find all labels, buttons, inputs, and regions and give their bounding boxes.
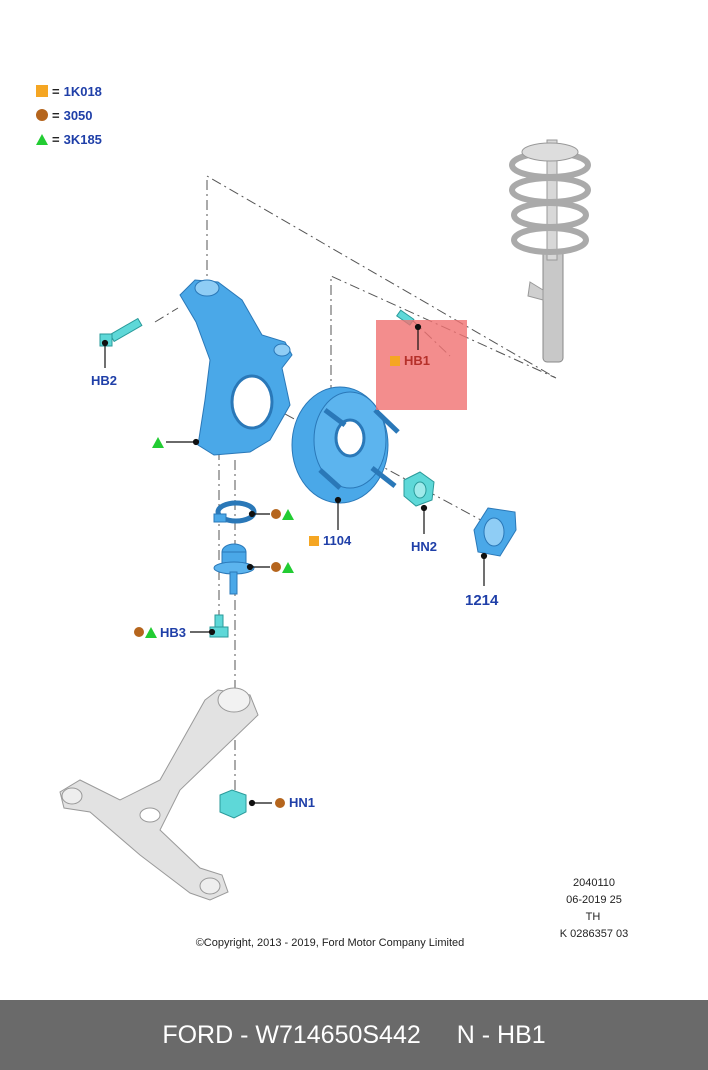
material-circle-hn1: [275, 798, 285, 808]
nut-hn1: [219, 789, 247, 819]
material-triangle-balljoint: [282, 562, 294, 573]
legend-item-1k018: = 1K018: [36, 83, 102, 99]
material-circle-clip: [271, 509, 281, 519]
ball-joint: [213, 543, 255, 595]
steering-knuckle: [179, 279, 293, 456]
material-square-1104: [309, 536, 319, 546]
legend-code: 3050: [63, 107, 93, 123]
illustration-ref: K 0286357 03: [559, 928, 629, 940]
callout-hb1[interactable]: HB1: [404, 353, 431, 368]
strut-assembly: [509, 139, 591, 363]
material-circle-balljoint: [271, 562, 281, 572]
legend-code: 1K018: [63, 83, 102, 99]
leader-lines: [101, 323, 488, 807]
material-triangle-knuckle: [152, 437, 164, 448]
material-square-hb1: [390, 356, 400, 366]
triangle-icon: [36, 133, 48, 145]
footer-part-number: FORD - W714650S442: [162, 1020, 421, 1049]
shield-1214: [473, 507, 517, 557]
callout-1104[interactable]: 1104: [323, 533, 352, 548]
exploded-parts-diagram: [59, 139, 591, 901]
material-triangle-hb3: [145, 627, 157, 638]
nut-hn2: [403, 471, 435, 507]
callout-1214[interactable]: 1214: [465, 592, 499, 609]
material-symbols: [134, 356, 400, 808]
illustration-market: TH: [585, 911, 601, 923]
circle-icon: [36, 109, 48, 121]
callout-hb3[interactable]: HB3: [160, 625, 187, 640]
lower-control-arm: [59, 687, 259, 901]
legend-item-3050: = 3050: [36, 107, 93, 123]
footer-bar: FORD - W714650S442 N - HB1: [0, 1000, 708, 1070]
callout-hb2[interactable]: HB2: [91, 373, 118, 388]
clip-part: [213, 500, 257, 524]
square-icon: [36, 85, 48, 97]
illustration-date: 06-2019 25: [566, 894, 622, 906]
copyright-notice: ©Copyright, 2013 - 2019, Ford Motor Comp…: [195, 937, 465, 949]
wheel-hub: [291, 386, 400, 504]
footer-position: N - HB1: [456, 1020, 546, 1049]
callout-hn1[interactable]: HN1: [289, 795, 316, 810]
legend-item-3k185: = 3K185: [36, 131, 102, 147]
illustration-code: 2040110: [572, 877, 615, 889]
material-circle-hb3: [134, 627, 144, 637]
callout-hn2[interactable]: HN2: [411, 539, 438, 554]
material-triangle-clip: [282, 509, 294, 520]
legend-code: 3K185: [63, 131, 102, 147]
